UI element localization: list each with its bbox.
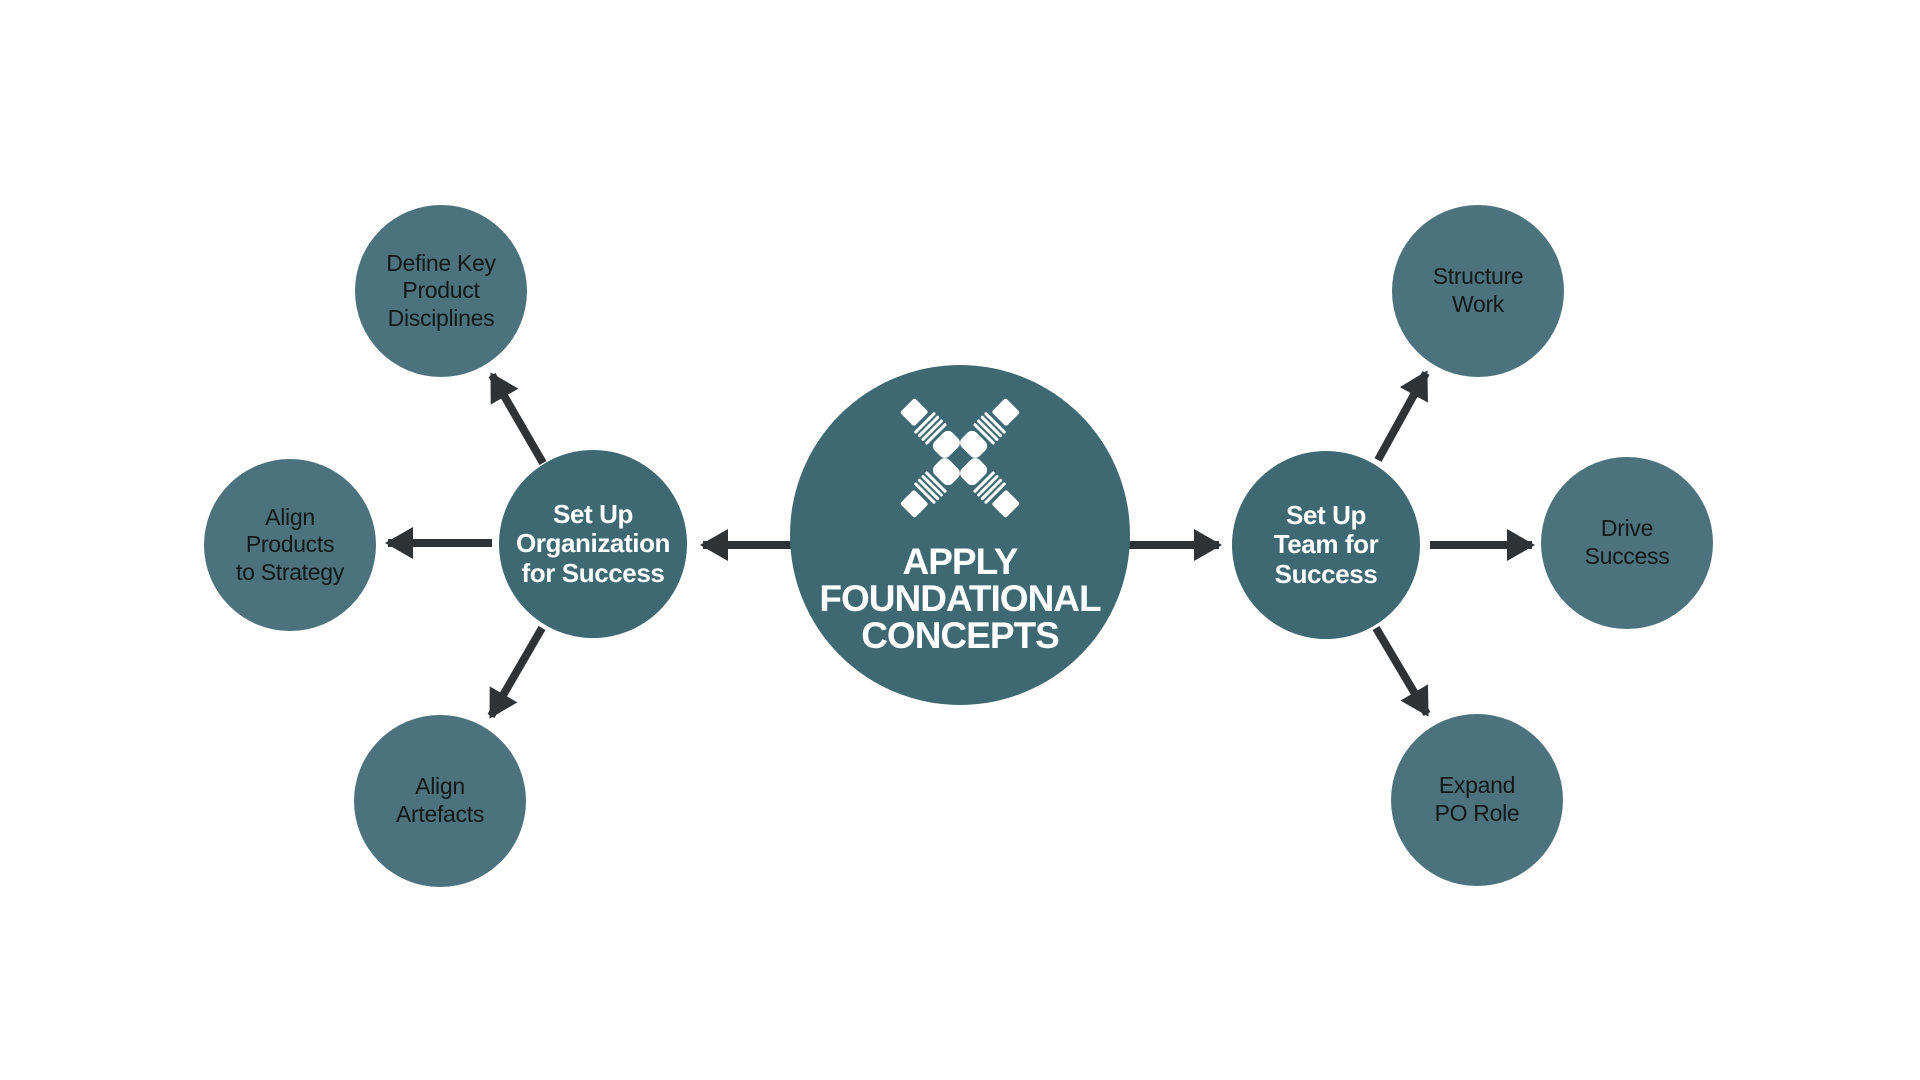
label-line: for Success (521, 557, 665, 588)
label-line: Organization (515, 528, 671, 559)
node-structure-work: Structure Work (1392, 205, 1564, 377)
arrow-organization-to-define-key (488, 372, 547, 466)
label-line: Work (1451, 291, 1505, 317)
arrow-organization-to-align-artefacts (487, 625, 546, 719)
label-line: Products (245, 531, 335, 558)
center-node-label: APPLY FOUNDATIONAL CONCEPTS (819, 541, 1101, 656)
center-label-line: CONCEPTS (861, 615, 1060, 656)
define-key-node-label: Define Key Product Disciplines (386, 250, 496, 333)
label-line: Expand (1438, 772, 1516, 799)
node-define-key-product-disciplines: Define Key Product Disciplines (355, 205, 527, 377)
node-set-up-organization-for-success: Set Up Organization for Success (499, 450, 687, 638)
label-line: Product (402, 277, 480, 304)
label-line: Set Up (553, 499, 633, 530)
label-line: Set Up (1286, 500, 1366, 531)
label-line: PO Role (1434, 800, 1520, 826)
center-label-line: APPLY (902, 541, 1019, 582)
four-hands-clasping-wrists-teamwork-icon (900, 398, 1020, 518)
organization-node-label: Set Up Organization for Success (515, 499, 671, 588)
label-line: Align (265, 503, 315, 530)
structure-work-node-label: Structure Work (1433, 263, 1524, 318)
expand-po-role-node-label: Expand PO Role (1435, 772, 1520, 827)
drive-success-node-label: Drive Success (1585, 515, 1670, 570)
label-line: Structure (1432, 263, 1524, 290)
node-expand-po-role: Expand PO Role (1391, 714, 1563, 886)
arrow-team-to-structure-work (1374, 370, 1430, 462)
label-line: Team for (1273, 529, 1379, 560)
label-line: Drive (1600, 515, 1654, 542)
align-products-node-label: Align Products to Strategy (236, 504, 344, 587)
team-node-label: Set Up Team for Success (1274, 501, 1379, 588)
align-artefacts-node-label: Align Artefacts (396, 773, 484, 828)
label-line: Artefacts (395, 801, 485, 827)
node-align-products-to-strategy: Align Products to Strategy (204, 459, 376, 631)
center-label-line: FOUNDATIONAL (819, 578, 1101, 619)
label-line: Define Key (386, 249, 496, 276)
node-align-artefacts: Align Artefacts (354, 715, 526, 887)
label-line: Disciplines (387, 304, 495, 331)
node-set-up-team-for-success: Set Up Team for Success (1232, 451, 1420, 639)
node-apply-foundational-concepts: APPLY FOUNDATIONAL CONCEPTS (790, 365, 1130, 705)
node-drive-success: Drive Success (1541, 457, 1713, 629)
arrow-team-to-expand-po-role (1372, 625, 1431, 717)
label-line: Align (415, 773, 465, 800)
label-line: Success (1274, 558, 1378, 589)
label-line: Success (1584, 543, 1670, 569)
label-line: to Strategy (236, 558, 344, 585)
